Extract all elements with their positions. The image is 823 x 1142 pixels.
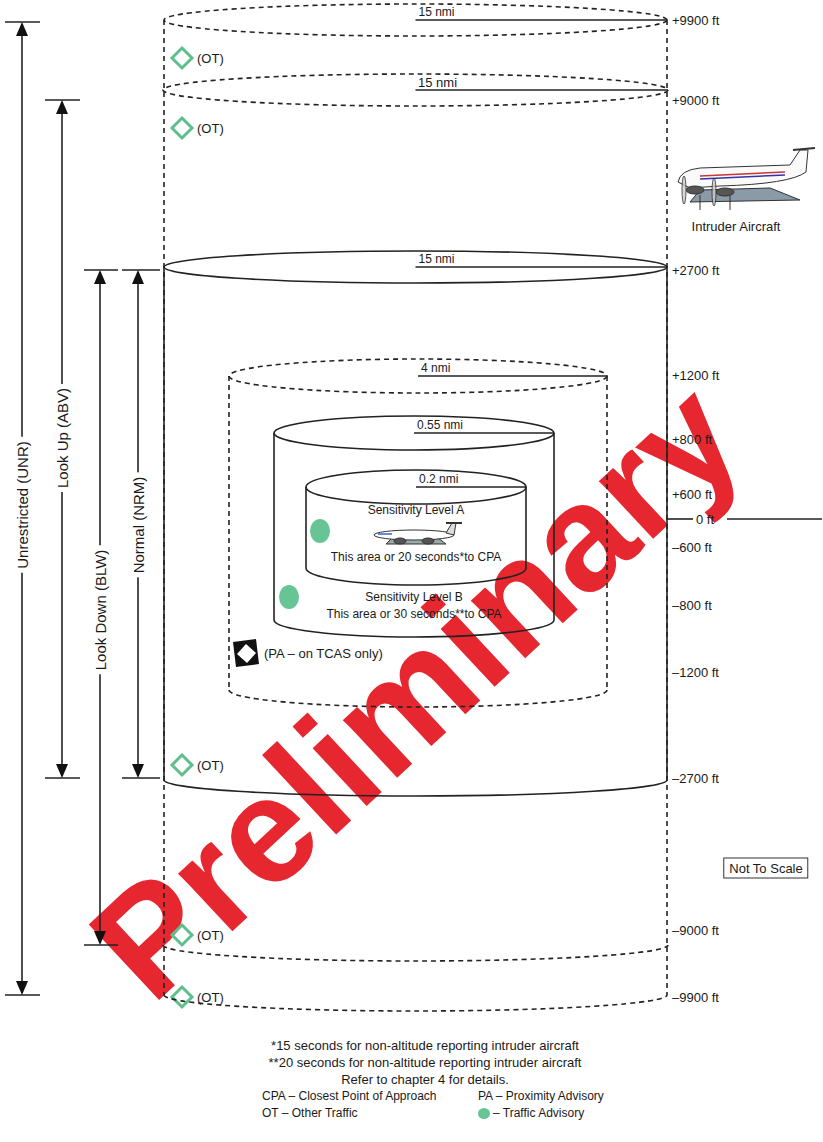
other-traffic-symbol: [172, 48, 192, 1007]
altitude-label: –1200 ft: [672, 665, 719, 680]
altitude-label: –2700 ft: [672, 771, 719, 786]
sensitivity-label: Sensitivity Level B: [365, 591, 462, 604]
watermark: Preliminary: [62, 353, 769, 1027]
legend-text: OT – Other Traffic: [262, 1106, 358, 1120]
own-aircraft: [374, 523, 462, 544]
radius-label: 15 nmi: [418, 75, 457, 90]
range-label: Normal (NRM): [130, 473, 147, 578]
radius-label: 0.55 nmi: [417, 419, 463, 432]
arrow-heads: [16, 22, 144, 995]
other-traffic-label: (OT): [197, 928, 224, 943]
cylinder-outline: [305, 467, 527, 588]
look-up-ring: [163, 74, 668, 106]
traffic-advisory-symbol: [279, 585, 299, 609]
radius-label: 15 nmi: [419, 253, 455, 266]
zero-line: [668, 518, 693, 520]
zero-line: [727, 518, 822, 520]
sensitivity-b-volume: 0.55 nmiSensitivity Level B This area or …: [273, 413, 555, 640]
cpa-note: This area or 20 seconds*to CPA: [331, 551, 502, 564]
range-label: Look Down (BLW): [92, 546, 109, 675]
sensitivity-a-volume: 0.2 nmiSensitivity Level A This area or 2…: [305, 467, 527, 588]
radius-label: 4 nmi: [421, 362, 450, 375]
altitude-label: –9900 ft: [672, 990, 719, 1005]
legend-entry: PA – Proximity Advisory: [478, 1089, 604, 1103]
altitude-label: –600 ft: [672, 540, 712, 555]
legend-entry: CPA – Closest Point of Approach: [262, 1089, 437, 1103]
normal-volume: 15 nmi 4 nmi 0.55 nmiSensitivity Level B Th…: [163, 247, 668, 799]
radius-label: 0.2 nmi: [419, 473, 458, 486]
other-traffic-label: (OT): [197, 758, 224, 773]
altitude-label: +1200 ft: [672, 368, 719, 383]
altitude-label: –9000 ft: [672, 923, 719, 938]
footnote: Refer to chapter 4 for details.: [341, 1072, 509, 1087]
legend-swatch: [478, 1108, 490, 1119]
range-label: Unrestricted (UNR): [14, 437, 31, 573]
legend-entry: OT – Other Traffic: [262, 1106, 358, 1120]
range-label: Look Up (ABV): [54, 384, 71, 492]
traffic-advisory-symbol: [310, 519, 330, 543]
altitude-label: +9000 ft: [672, 93, 719, 108]
altitude-label: +600 ft: [672, 487, 712, 502]
legend-entry: – Traffic Advisory: [478, 1106, 584, 1120]
footnote: *15 seconds for non-altitude reporting i…: [271, 1038, 579, 1053]
intruder-aircraft: [678, 148, 815, 210]
cylinder-outline: [273, 413, 555, 640]
altitude-label: +2700 ft: [672, 263, 719, 278]
aircraft-label: Intruder Aircraft: [692, 219, 781, 234]
legend-text: PA – Proximity Advisory: [478, 1089, 604, 1103]
altitude-label: +9900 ft: [672, 13, 719, 28]
altitude-label: –800 ft: [672, 598, 712, 613]
altitude-label: 0 ft: [696, 512, 714, 527]
look-down-ring: [163, 945, 668, 961]
cylinder-outline: [163, 247, 668, 799]
note-box: Not To Scale: [723, 858, 808, 879]
proximity-advisory-label: (PA – on TCAS only): [264, 646, 383, 661]
unrestricted-volume: 15 nmi 15 nmi 4 nmi 0.55 nmiSensitivity Lev…: [163, 0, 668, 1014]
altitude-label: +800 ft: [672, 432, 712, 447]
radius-label: 15 nmi: [419, 6, 455, 19]
legend-text: – Traffic Advisory: [493, 1106, 584, 1120]
sensitivity-label: Sensitivity Level A: [368, 504, 465, 517]
footnote: **20 seconds for non-altitude reporting …: [269, 1055, 582, 1070]
other-traffic-label: (OT): [197, 121, 224, 136]
proximity-advisory-symbol: [233, 639, 259, 667]
cpa-note: This area or 30 seconds**to CPA: [326, 608, 501, 621]
other-traffic-label: (OT): [197, 990, 224, 1005]
legend-text: CPA – Closest Point of Approach: [262, 1089, 437, 1103]
other-traffic-label: (OT): [197, 51, 224, 66]
range-arrows: [5, 22, 160, 995]
